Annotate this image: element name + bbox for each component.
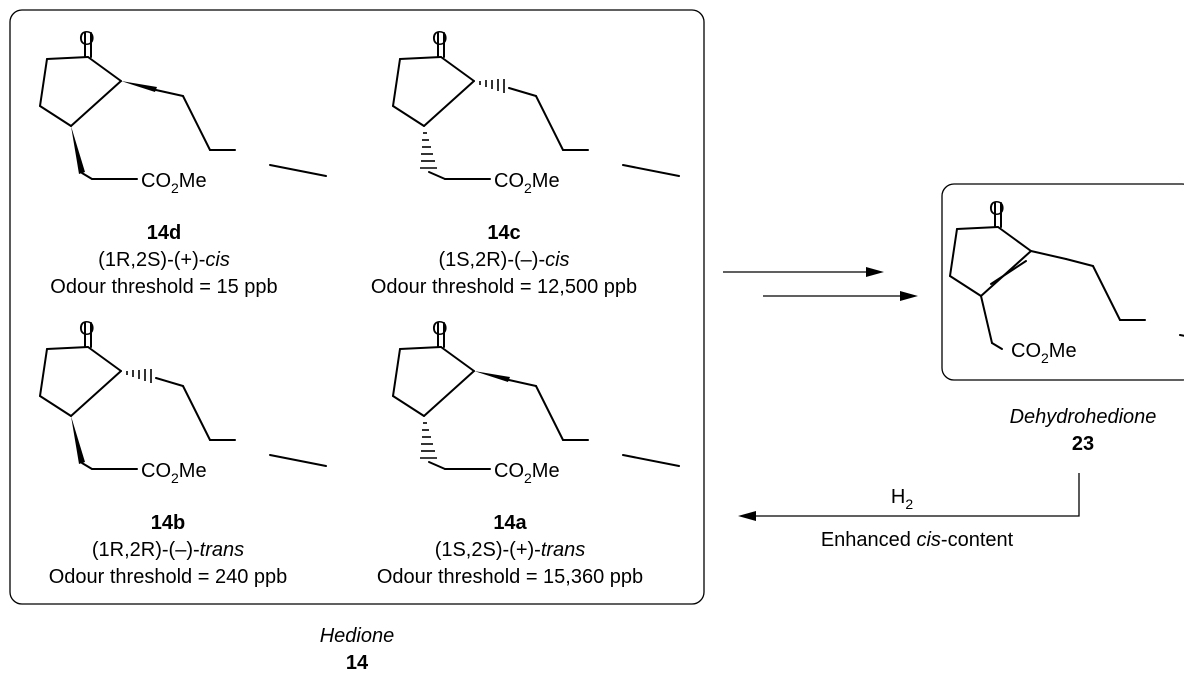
compound-id-14a: 14a	[493, 512, 527, 534]
odour-threshold-14c: Odour threshold = 12,500 ppb	[371, 276, 637, 298]
hydrogenation-arrow	[738, 473, 1080, 521]
ester-label: CO2Me	[141, 460, 207, 486]
hedione-box	[9, 9, 705, 605]
compound-config-14a: (1S,2S)-(+)-trans	[435, 539, 586, 561]
ester-label: CO2Me	[494, 170, 560, 196]
compound-config-14d: (1R,2S)-(+)-cis	[98, 249, 230, 271]
dehydrohedione-name: Dehydrohedione	[1010, 406, 1157, 428]
multistep-arrow	[723, 267, 918, 301]
hedione-id: 14	[346, 652, 369, 674]
carbonyl-oxygen-label: O	[79, 318, 95, 340]
carbonyl-oxygen-label: O	[432, 318, 448, 340]
hedione-name: Hedione	[320, 625, 395, 647]
odour-threshold-14a: Odour threshold = 15,360 ppb	[377, 566, 643, 588]
carbonyl-oxygen-label: O	[432, 28, 448, 50]
odour-threshold-14d: Odour threshold = 15 ppb	[50, 276, 277, 298]
ester-label: CO2Me	[494, 460, 560, 486]
structure-14a: O CO2Me	[393, 318, 679, 486]
compound-id-14c: 14c	[487, 222, 520, 244]
compound-id-14b: 14b	[151, 512, 185, 534]
carbonyl-oxygen-label: O	[79, 28, 95, 50]
carbonyl-oxygen-label: O	[989, 198, 1005, 220]
ester-label: CO2Me	[1011, 340, 1077, 366]
structure-14b: O CO2Me	[40, 318, 326, 486]
reaction-conditions: Enhanced cis-content	[821, 529, 1014, 551]
compound-config-14c: (1S,2R)-(–)-cis	[438, 249, 569, 271]
reagent-h2: H2	[891, 486, 913, 512]
ester-label: CO2Me	[141, 170, 207, 196]
compound-id-14d: 14d	[147, 222, 181, 244]
dehydrohedione-box	[941, 183, 1184, 381]
compound-config-14b: (1R,2R)-(–)-trans	[92, 539, 244, 561]
structure-14d: O CO2Me	[40, 28, 326, 196]
dehydrohedione-id: 23	[1072, 433, 1094, 455]
structure-14c: O CO2Me	[393, 28, 679, 196]
structure-23: O CO2Me	[949, 198, 1184, 366]
odour-threshold-14b: Odour threshold = 240 ppb	[49, 566, 288, 588]
